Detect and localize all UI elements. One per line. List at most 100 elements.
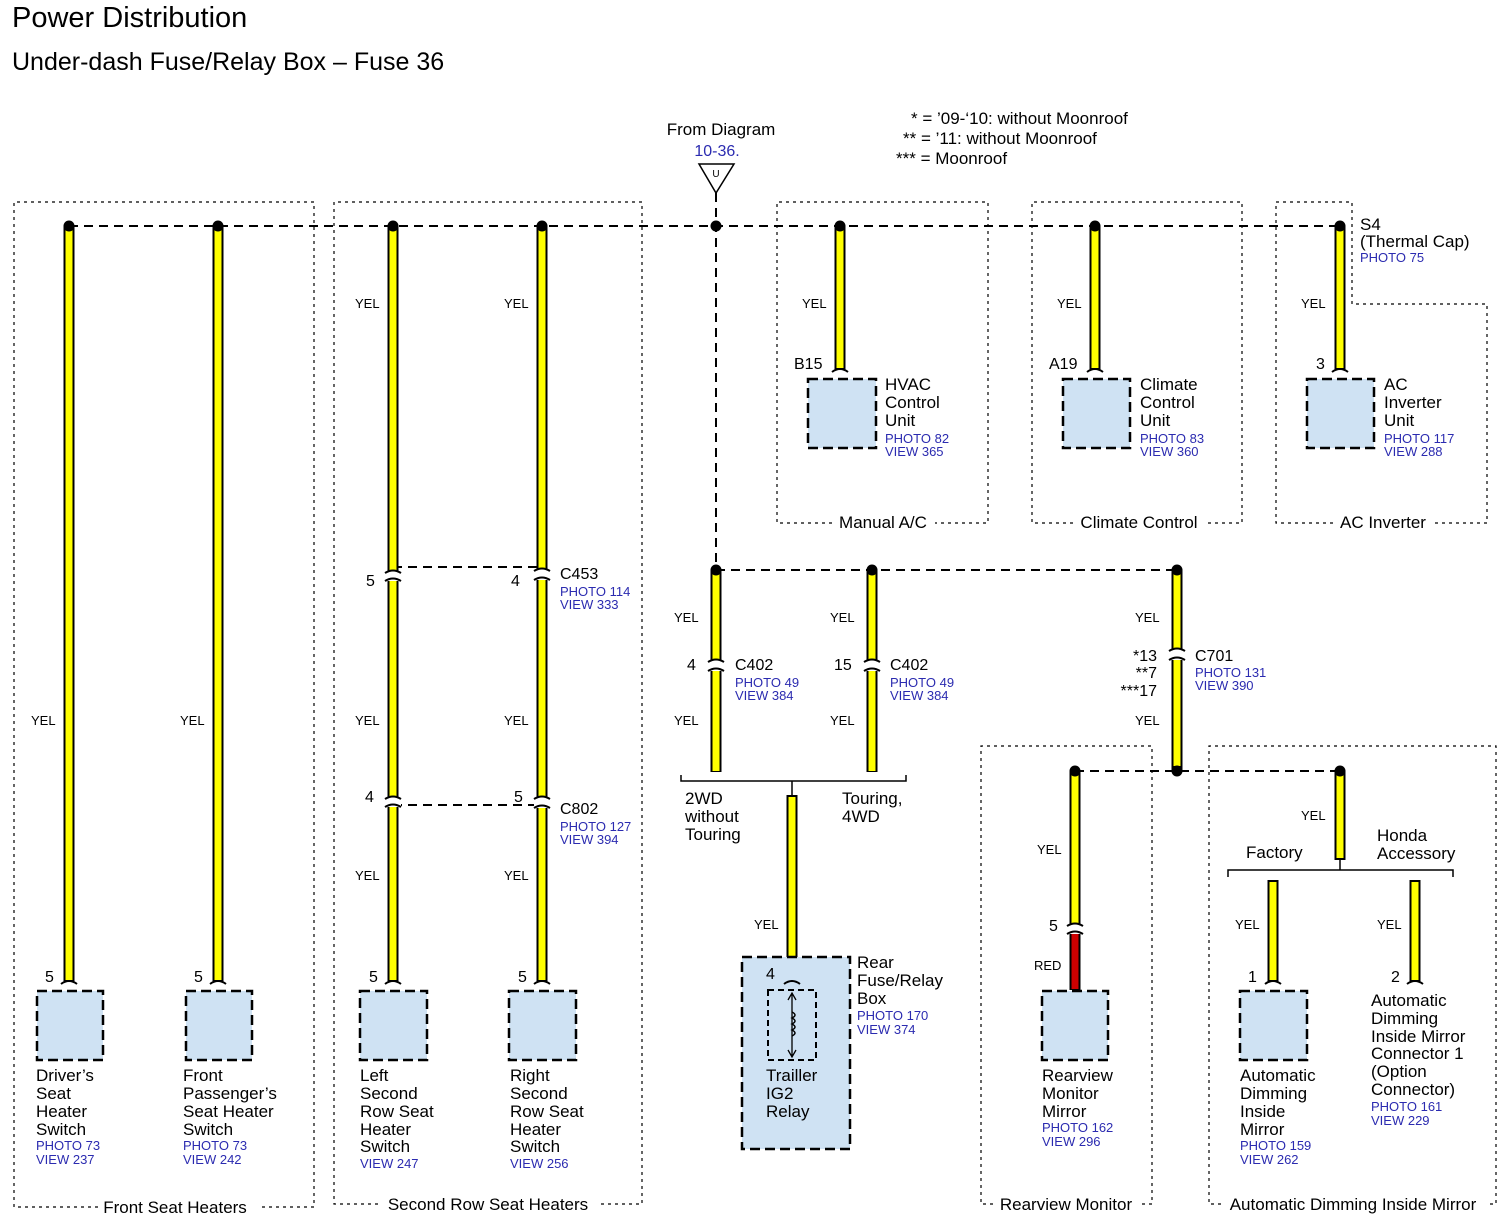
svg-text:Switch: Switch xyxy=(36,1120,86,1139)
hvac-control-unit[interactable] xyxy=(806,377,878,450)
svg-text:Dimming: Dimming xyxy=(1371,1009,1438,1028)
legend-line-2: ** = ’11: without Moonroof xyxy=(903,129,1097,148)
variant-right-2: 4WD xyxy=(842,807,880,826)
c453-photo-link[interactable]: PHOTO 114 xyxy=(560,584,630,599)
rear-fuse-relay-box[interactable] xyxy=(740,955,852,1151)
passenger-photo-link[interactable]: PHOTO 73 xyxy=(183,1138,247,1153)
group-box-rearview xyxy=(980,745,1153,1205)
variant-left-3: Touring xyxy=(685,825,741,844)
c701-pin-3: ***17 xyxy=(1121,683,1158,700)
c402a-pin: 4 xyxy=(687,657,696,674)
inverter-photo-link[interactable]: PHOTO 117 xyxy=(1384,431,1454,446)
hvac-view-link[interactable]: VIEW 365 xyxy=(885,444,944,459)
auto-dimming-mirror[interactable] xyxy=(1238,989,1309,1062)
autodim-label: Automatic Dimming Inside Mirror PHOTO 15… xyxy=(1240,1066,1316,1167)
right-second-row-heater-switch[interactable] xyxy=(507,989,578,1062)
svg-text:Left: Left xyxy=(360,1066,389,1085)
source-arrow-icon xyxy=(697,163,736,195)
svg-text:IG2: IG2 xyxy=(766,1084,793,1103)
svg-text:YEL: YEL xyxy=(830,610,855,625)
autodim-conn-photo-link[interactable]: PHOTO 161 xyxy=(1371,1099,1442,1114)
svg-text:Inside Mirror: Inside Mirror xyxy=(1371,1027,1466,1046)
autodim-photo-link[interactable]: PHOTO 159 xyxy=(1240,1138,1311,1153)
driver-seat-heater-switch[interactable] xyxy=(35,989,105,1062)
svg-text:Connector 1: Connector 1 xyxy=(1371,1044,1464,1063)
svg-text:Switch: Switch xyxy=(360,1137,410,1156)
driver-view-link[interactable]: VIEW 237 xyxy=(36,1152,95,1167)
ac-inverter-unit[interactable] xyxy=(1305,377,1376,450)
rear-box-view-link[interactable]: VIEW 374 xyxy=(857,1022,916,1037)
autodim-view-link[interactable]: VIEW 262 xyxy=(1240,1152,1299,1167)
svg-text:YEL: YEL xyxy=(504,868,529,883)
svg-text:YEL: YEL xyxy=(830,713,855,728)
inverter-pin: 3 xyxy=(1316,356,1325,373)
rearview-photo-link[interactable]: PHOTO 162 xyxy=(1042,1120,1113,1135)
c453-pin-right: 4 xyxy=(511,573,520,590)
wires xyxy=(63,226,1421,990)
svg-text:Seat: Seat xyxy=(36,1084,71,1103)
climate-photo-link[interactable]: PHOTO 83 xyxy=(1140,431,1204,446)
svg-text:Front: Front xyxy=(183,1066,223,1085)
hvac-pin: B15 xyxy=(794,356,823,373)
splice-photo-link[interactable]: PHOTO 75 xyxy=(1360,250,1424,265)
c701-name: C701 xyxy=(1195,648,1233,665)
passenger-seat-heater-switch[interactable] xyxy=(184,989,254,1062)
left-second-row-heater-switch[interactable] xyxy=(358,989,429,1062)
svg-text:Mirror: Mirror xyxy=(1042,1102,1087,1121)
c402a-view-link[interactable]: VIEW 384 xyxy=(735,688,794,703)
svg-text:YEL: YEL xyxy=(1235,917,1260,932)
c402b-photo-link[interactable]: PHOTO 49 xyxy=(890,675,954,690)
climate-view-link[interactable]: VIEW 360 xyxy=(1140,444,1199,459)
group-box-ac-inverter xyxy=(1275,201,1488,524)
svg-text:YEL: YEL xyxy=(1301,296,1326,311)
splice-desc: (Thermal Cap) xyxy=(1360,232,1470,251)
c402b-pin: 15 xyxy=(834,657,852,674)
passenger-view-link[interactable]: VIEW 242 xyxy=(183,1152,242,1167)
driver-photo-link[interactable]: PHOTO 73 xyxy=(36,1138,100,1153)
svg-text:YEL: YEL xyxy=(1135,713,1160,728)
c402b-view-link[interactable]: VIEW 384 xyxy=(890,688,949,703)
svg-text:Control: Control xyxy=(885,393,940,412)
svg-text:Control: Control xyxy=(1140,393,1195,412)
svg-text:Rear: Rear xyxy=(857,953,894,972)
source-diagram-link[interactable]: 10-36. xyxy=(694,143,739,160)
right-second-pin: 5 xyxy=(518,969,527,986)
relay-coil-icon xyxy=(790,1011,796,1037)
splice-name: S4 xyxy=(1360,215,1381,234)
autodim-conn-view-link[interactable]: VIEW 229 xyxy=(1371,1113,1430,1128)
rearview-monitor-mirror[interactable] xyxy=(1040,989,1110,1062)
c402a-photo-link[interactable]: PHOTO 49 xyxy=(735,675,799,690)
left-second-pin: 5 xyxy=(369,969,378,986)
svg-text:YEL: YEL xyxy=(504,296,529,311)
hvac-photo-link[interactable]: PHOTO 82 xyxy=(885,431,949,446)
driver-pin: 5 xyxy=(45,969,54,986)
c453-view-link[interactable]: VIEW 333 xyxy=(560,597,619,612)
svg-text:Fuse/Relay: Fuse/Relay xyxy=(857,971,943,990)
climate-label: Climate Control Unit PHOTO 83 VIEW 360 xyxy=(1140,375,1204,459)
c701-view-link[interactable]: VIEW 390 xyxy=(1195,678,1254,693)
svg-text:YEL: YEL xyxy=(504,713,529,728)
rearview-view-link[interactable]: VIEW 296 xyxy=(1042,1134,1101,1149)
c701-pin-1: *13 xyxy=(1133,648,1157,665)
c701-photo-link[interactable]: PHOTO 131 xyxy=(1195,665,1266,680)
trailer-ig2-relay[interactable] xyxy=(767,989,817,1061)
svg-text:YEL: YEL xyxy=(1057,296,1082,311)
junction-dots xyxy=(63,220,1346,777)
variant-bracket-mirror xyxy=(1227,860,1454,877)
svg-text:Relay: Relay xyxy=(766,1102,810,1121)
c402a-name: C402 xyxy=(735,657,773,674)
group-label-ac-inverter: AC Inverter xyxy=(1340,513,1426,532)
svg-text:Automatic: Automatic xyxy=(1371,991,1447,1010)
c802-view-link[interactable]: VIEW 394 xyxy=(560,832,619,847)
svg-text:YEL: YEL xyxy=(31,713,56,728)
svg-text:Second: Second xyxy=(360,1084,418,1103)
left-second-view-link[interactable]: VIEW 247 xyxy=(360,1156,419,1171)
svg-text:YEL: YEL xyxy=(180,713,205,728)
inverter-view-link[interactable]: VIEW 288 xyxy=(1384,444,1443,459)
c802-photo-link[interactable]: PHOTO 127 xyxy=(560,819,631,834)
climate-control-unit[interactable] xyxy=(1061,377,1132,450)
right-second-view-link[interactable]: VIEW 256 xyxy=(510,1156,569,1171)
variant-left-2: without xyxy=(684,807,739,826)
rear-box-photo-link[interactable]: PHOTO 170 xyxy=(857,1008,928,1023)
driver-label: Driver’s Seat Heater Switch PHOTO 73 VIE… xyxy=(36,1066,100,1167)
